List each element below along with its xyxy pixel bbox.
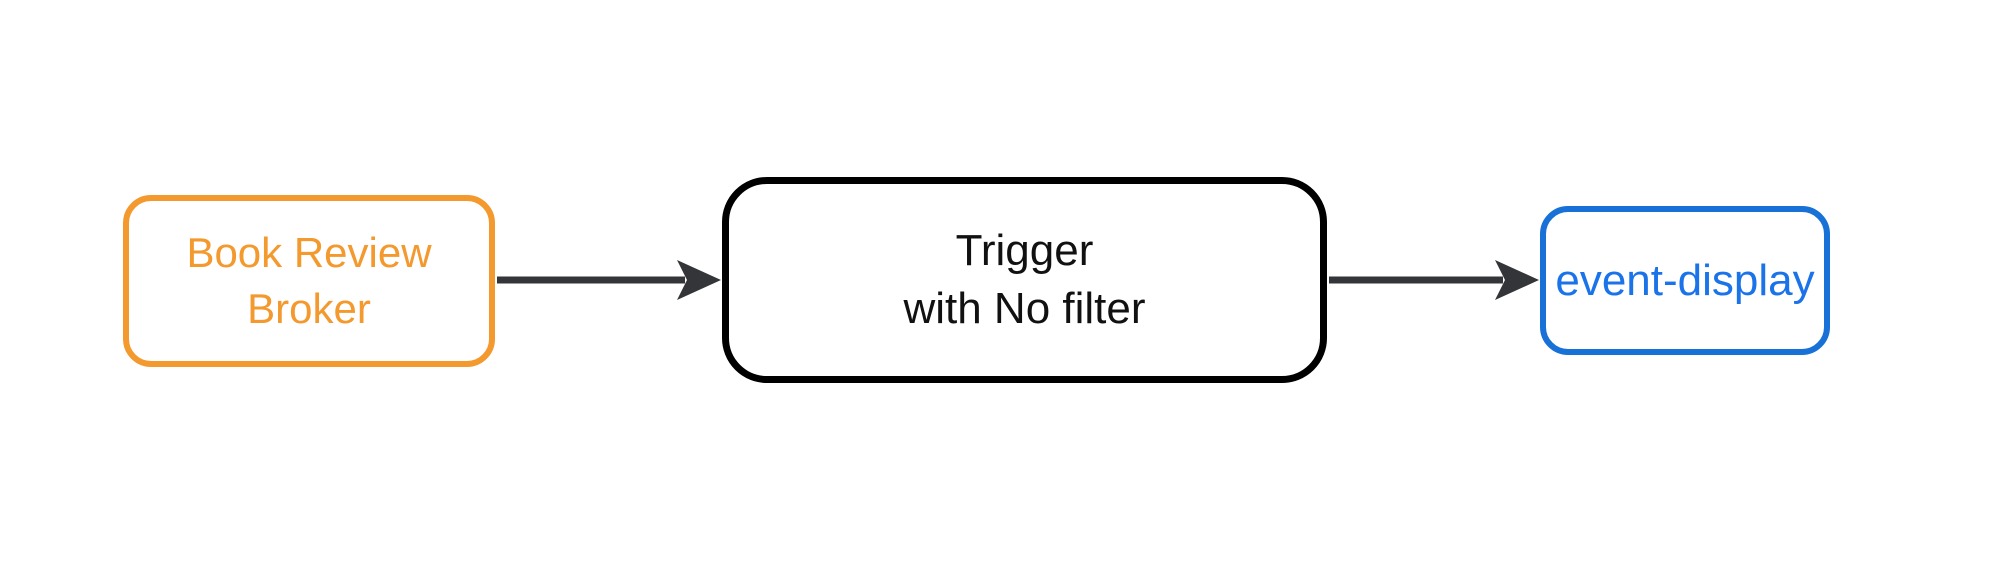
edge-trigger-to-event-display-arrow bbox=[1329, 260, 1539, 300]
edge-broker-to-trigger-arrow bbox=[497, 260, 721, 300]
arrowhead-icon bbox=[1495, 260, 1539, 300]
node-book-review-broker: Book Review Broker bbox=[123, 195, 495, 367]
node-label-line: Book Review bbox=[186, 229, 432, 276]
node-event-display: event-display bbox=[1540, 206, 1830, 355]
node-label-line: Trigger bbox=[955, 226, 1094, 275]
arrowhead-icon bbox=[677, 260, 721, 300]
node-label-line: Broker bbox=[247, 285, 371, 332]
node-label-line: event-display bbox=[1555, 255, 1815, 305]
node-label-line: with No filter bbox=[903, 284, 1146, 333]
node-trigger-with-no-filter: Trigger with No filter bbox=[722, 177, 1327, 383]
